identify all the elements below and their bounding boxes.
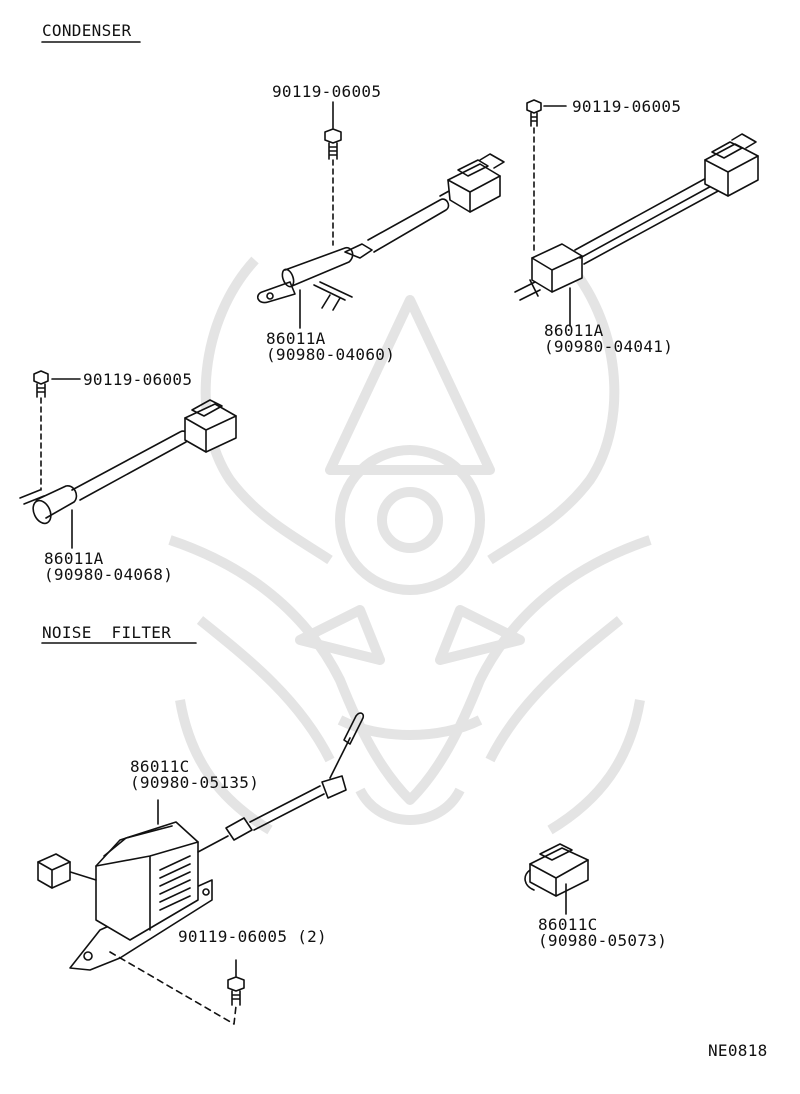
part-label-c1: 86011A: [266, 329, 326, 348]
part-label-conn: 86011C: [538, 915, 598, 934]
part-label-c3: 86011A: [44, 549, 104, 568]
bolt-label-c1: 90119-06005: [272, 82, 382, 101]
connector-86011c: [524, 843, 589, 915]
bolt-label-c2: 90119-06005: [572, 97, 682, 116]
bolt-label-nf: 90119-06005 (2): [178, 927, 327, 946]
ref-label-nf: (90980-05135): [130, 773, 260, 792]
condenser-2: [514, 99, 759, 327]
part-label-nf: 86011C: [130, 757, 190, 776]
bolt-label-c3: 90119-06005: [83, 370, 193, 389]
ref-label-c1: (90980-04060): [266, 345, 396, 364]
ref-label-conn: (90980-05073): [538, 931, 668, 950]
part-label-c2: 86011A: [544, 321, 604, 340]
noise-filter-assembly: [37, 712, 365, 1025]
ref-label-c3: (90980-04068): [44, 565, 174, 584]
heading-condenser: CONDENSER: [42, 21, 132, 40]
condenser-1: [256, 101, 505, 329]
condenser-3: [19, 370, 237, 549]
diagram-code: NE0818: [708, 1041, 768, 1060]
heading-noise-filter: NOISE FILTER: [42, 623, 172, 642]
ref-label-c2: (90980-04041): [544, 337, 674, 356]
